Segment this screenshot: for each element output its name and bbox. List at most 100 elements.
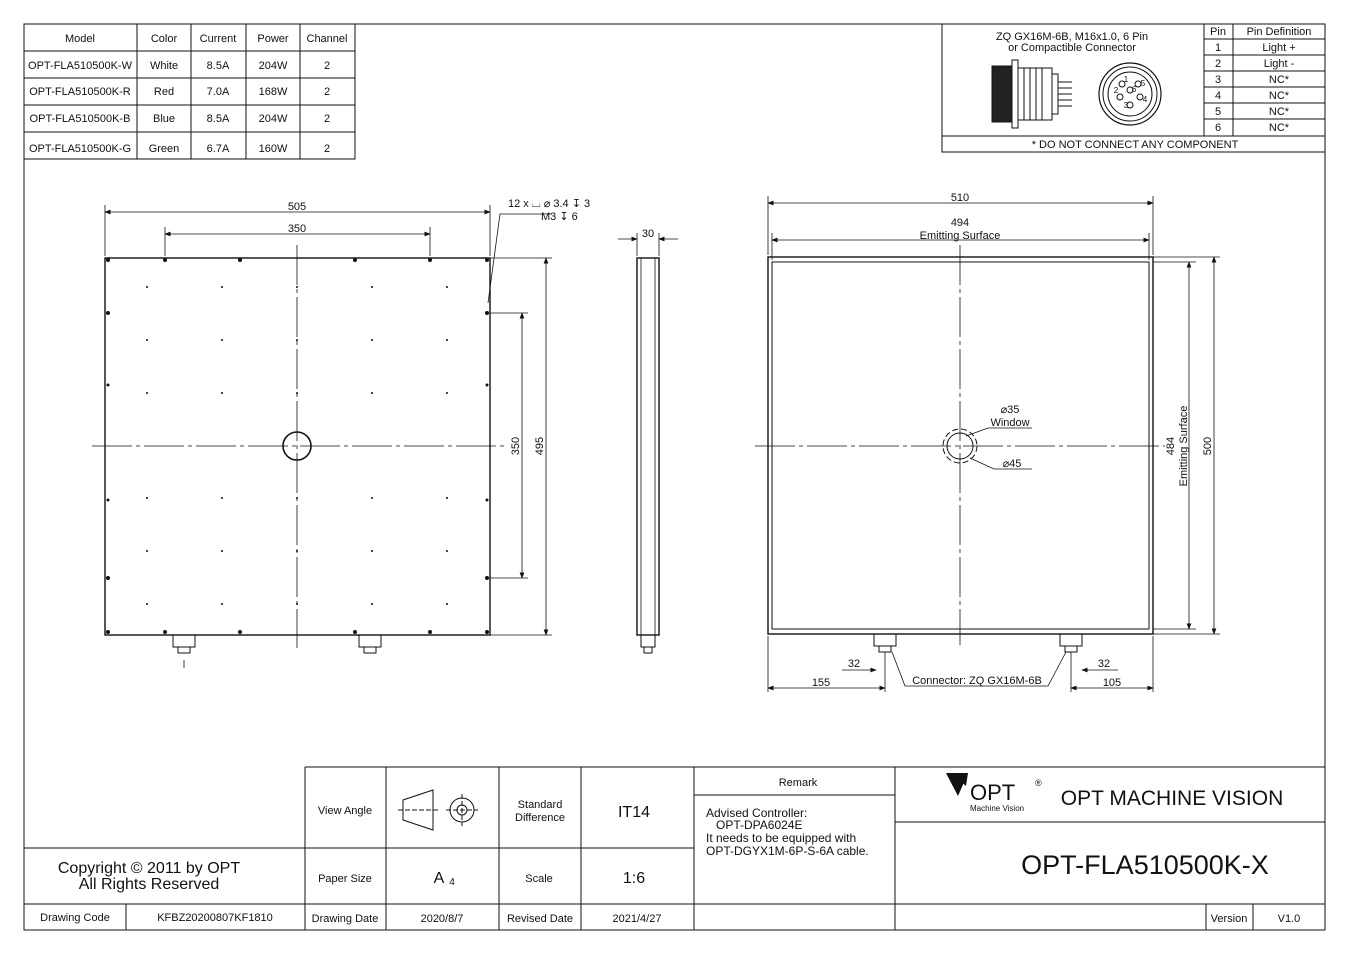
pin-face-label: 4 bbox=[1143, 95, 1148, 104]
pin-definition: NC* bbox=[1269, 74, 1290, 86]
back-window-outer bbox=[942, 428, 978, 464]
standard-diff-value: IT14 bbox=[618, 804, 650, 821]
sheet-border bbox=[23, 23, 1326, 931]
paper-size-sub: 4 bbox=[449, 877, 455, 888]
spec-cell: OPT-FLA510500K-G bbox=[29, 143, 131, 155]
side-dimensions bbox=[618, 233, 678, 256]
pin-definition: Light - bbox=[1264, 58, 1295, 70]
front-dim-vert-span: 350 bbox=[510, 437, 522, 455]
spec-cell: 160W bbox=[259, 143, 288, 155]
scale-value: 1:6 bbox=[623, 870, 645, 887]
spec-header-current: Current bbox=[200, 33, 237, 45]
scale-label: Scale bbox=[525, 873, 553, 885]
spec-cell: 7.0A bbox=[207, 86, 230, 98]
back-dim-right: 105 bbox=[1103, 677, 1121, 689]
view-angle-label: View Angle bbox=[318, 805, 372, 817]
pin-number: 2 bbox=[1215, 58, 1221, 70]
back-dimensions bbox=[767, 196, 1220, 692]
spec-cell: OPT-FLA510500K-B bbox=[30, 113, 131, 125]
pin-number: 6 bbox=[1215, 122, 1221, 134]
spec-cell: Green bbox=[149, 143, 180, 155]
remark-line: It needs to be equipped with bbox=[706, 831, 856, 845]
spec-cell: 204W bbox=[259, 113, 288, 125]
pin-number: 5 bbox=[1215, 106, 1221, 118]
version-label: Version bbox=[1211, 913, 1248, 925]
pin-face-label: 2 bbox=[1114, 86, 1119, 95]
spec-cell: OPT-FLA510500K-R bbox=[29, 86, 131, 98]
side-dim-thickness: 30 bbox=[642, 228, 654, 240]
back-window-inner bbox=[946, 432, 974, 460]
title-block-grid bbox=[24, 766, 1325, 930]
pin-face-label: 3 bbox=[1124, 101, 1129, 110]
spec-cell: Red bbox=[154, 86, 174, 98]
back-dim-conn-right: 32 bbox=[1098, 658, 1110, 670]
back-view bbox=[755, 245, 1165, 653]
spec-header-model: Model bbox=[65, 33, 95, 45]
back-outer-dia: ⌀45 bbox=[1003, 458, 1022, 470]
spec-cell: 2 bbox=[324, 113, 330, 125]
front-hole-note-line2: M3 ↧ 6 bbox=[541, 211, 578, 223]
drawing-date-value: 2020/8/7 bbox=[421, 913, 464, 925]
remark-label: Remark bbox=[779, 777, 818, 789]
back-dim-emit-height: 484 bbox=[1165, 437, 1177, 455]
pin-definition: NC* bbox=[1269, 106, 1290, 118]
connector-face-drawing bbox=[1098, 62, 1162, 126]
remark-line: OPT-DGYX1M-6P-S-6A cable. bbox=[706, 844, 869, 858]
pin-def-header: Pin Definition bbox=[1247, 26, 1312, 38]
pin-face-label: 5 bbox=[1141, 79, 1146, 88]
back-window-dia: ⌀35 bbox=[1001, 404, 1020, 416]
copyright-line2: All Rights Reserved bbox=[79, 876, 220, 893]
spec-cell: 2 bbox=[324, 143, 330, 155]
back-dim-width: 510 bbox=[951, 192, 969, 204]
pin-number: 1 bbox=[1215, 42, 1221, 54]
back-emit-label: Emitting Surface bbox=[920, 230, 1001, 242]
spec-cell: Blue bbox=[153, 113, 175, 125]
spec-header-channel: Channel bbox=[307, 33, 348, 45]
revised-date-label: Revised Date bbox=[507, 913, 573, 925]
company-logo-sub: Machine Vision bbox=[970, 804, 1024, 813]
spec-cell: White bbox=[150, 60, 178, 72]
connector-title-line2: or Compactible Connector bbox=[1008, 42, 1136, 54]
front-dimensions bbox=[104, 205, 552, 636]
spec-table bbox=[23, 23, 356, 160]
front-hole-note-line1: 12 x ⌴ ⌀ 3.4 ↧ 3 bbox=[508, 198, 590, 210]
pin-definition: NC* bbox=[1269, 122, 1290, 134]
projection-symbol-icon bbox=[398, 789, 478, 831]
registered-mark: ® bbox=[1035, 778, 1042, 788]
company-logo-text: OPT bbox=[970, 780, 1015, 805]
front-dim-hole-span: 350 bbox=[288, 223, 306, 235]
connector-title-line1: ZQ GX16M-6B, M16x1.0, 6 Pin bbox=[996, 31, 1148, 43]
pin-number: 4 bbox=[1215, 90, 1221, 102]
front-dim-width: 505 bbox=[288, 201, 306, 213]
back-dim-conn-left: 32 bbox=[848, 658, 860, 670]
front-dim-height: 495 bbox=[534, 437, 546, 455]
back-connector-label: Connector: ZQ GX16M-6B bbox=[912, 675, 1042, 687]
spec-cell: 8.5A bbox=[207, 60, 230, 72]
pin-definition: Light + bbox=[1262, 42, 1295, 54]
back-dim-height: 500 bbox=[1202, 437, 1214, 455]
side-view bbox=[636, 257, 660, 654]
back-emit-label-vert: Emitting Surface bbox=[1178, 406, 1190, 487]
front-mounting-holes bbox=[106, 258, 489, 634]
pin-header: Pin bbox=[1210, 26, 1226, 38]
pin-definition: NC* bbox=[1269, 90, 1290, 102]
part-number: OPT-FLA510500K-X bbox=[1021, 850, 1269, 880]
opt-logo-icon bbox=[946, 773, 968, 796]
drawing-code-label: Drawing Code bbox=[40, 912, 110, 924]
pin-number: 3 bbox=[1215, 74, 1221, 86]
spec-cell: 2 bbox=[324, 86, 330, 98]
back-window-label: Window bbox=[990, 417, 1029, 429]
drawing-date-label: Drawing Date bbox=[312, 913, 379, 925]
paper-size-label: Paper Size bbox=[318, 873, 372, 885]
copyright-line1: Copyright © 2011 by OPT bbox=[58, 860, 240, 877]
front-view bbox=[92, 245, 505, 668]
pin-face-label: 1 bbox=[1124, 75, 1129, 84]
company-name: OPT MACHINE VISION bbox=[1061, 787, 1283, 810]
back-dim-emit-width: 494 bbox=[951, 217, 969, 229]
remark-line: Advised Controller: bbox=[706, 806, 807, 820]
front-led-grid bbox=[146, 286, 448, 605]
spec-cell: 2 bbox=[324, 60, 330, 72]
spec-cell: 204W bbox=[259, 60, 288, 72]
